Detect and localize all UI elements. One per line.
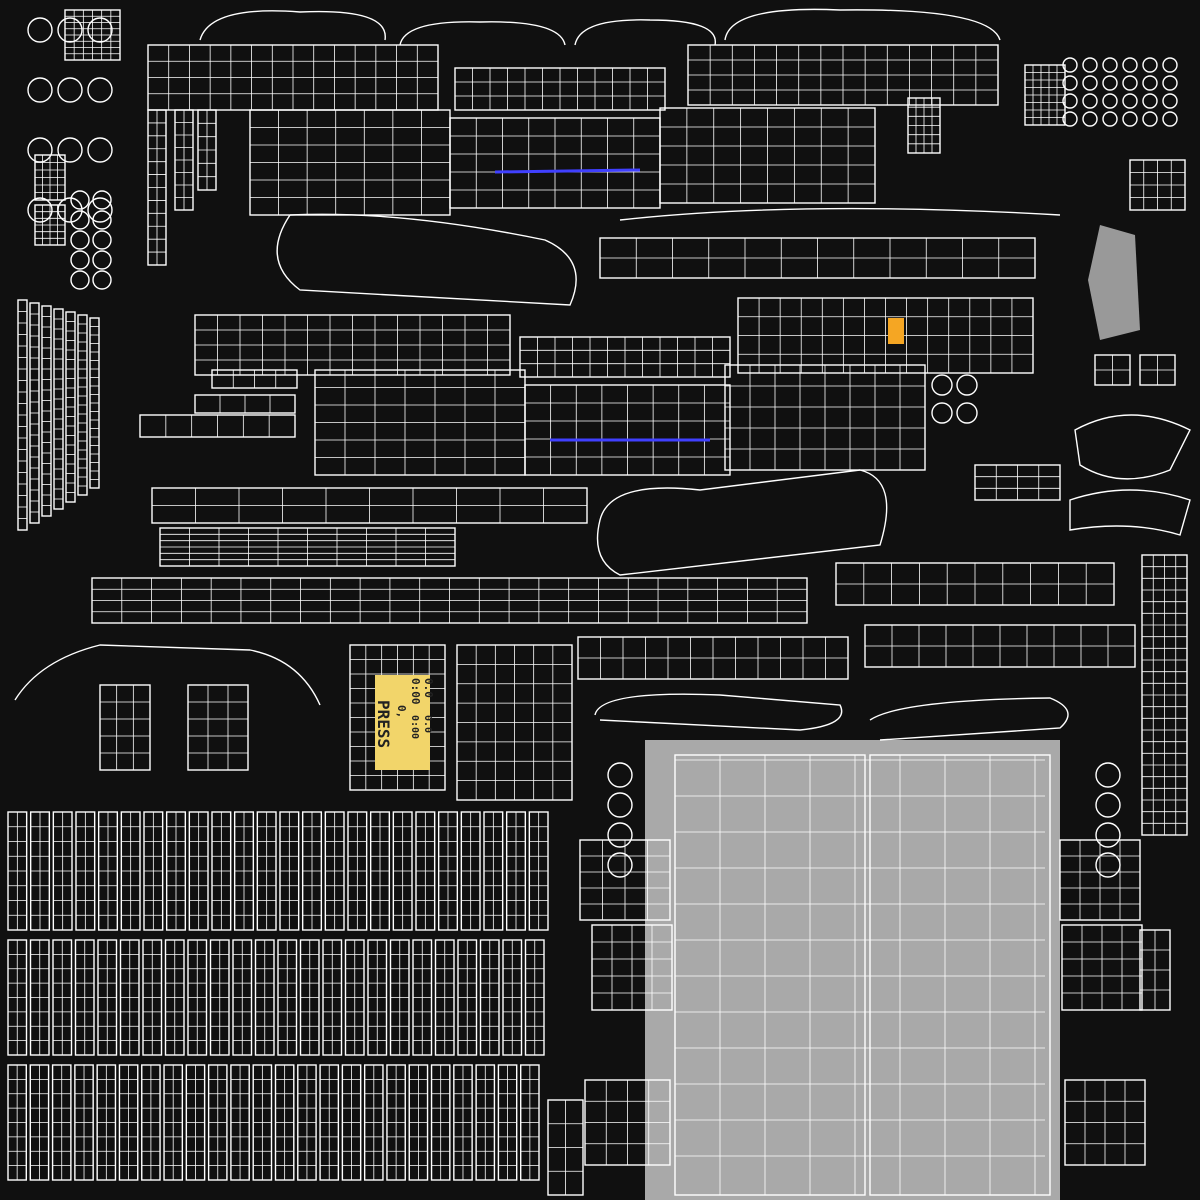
side-part — [99, 684, 151, 771]
top-trim-curve — [399, 21, 566, 46]
bolt-part — [70, 230, 90, 250]
wheel-part — [57, 197, 83, 223]
bolt-part — [92, 270, 112, 290]
bolt-part — [1162, 57, 1178, 73]
bolt-part — [1162, 75, 1178, 91]
bolt-part — [92, 250, 112, 270]
long-curve — [619, 207, 1061, 221]
wheel-part — [27, 77, 53, 103]
loop-island — [276, 213, 577, 306]
top-trim-curve — [724, 8, 1001, 41]
seat-part — [1074, 414, 1191, 480]
speaker-part — [1095, 762, 1121, 788]
wheel-part — [27, 17, 53, 43]
speaker-part — [607, 822, 633, 848]
bolt-part — [1122, 93, 1138, 109]
bolt-part — [1142, 93, 1158, 109]
bolt-part — [1082, 57, 1098, 73]
bolt-part — [1102, 93, 1118, 109]
wheel-part — [87, 17, 113, 43]
top-trim-curve — [199, 10, 386, 41]
bolt-part — [70, 270, 90, 290]
wheel-part — [956, 374, 978, 396]
bolt-part — [1122, 111, 1138, 127]
wheel-part — [87, 137, 113, 163]
bolt-part — [1102, 75, 1118, 91]
speaker-part — [607, 762, 633, 788]
lcd-readout-1: 0:00 — [409, 678, 422, 705]
wheel-part — [956, 402, 978, 424]
speaker-part — [607, 792, 633, 818]
wheel-part — [931, 374, 953, 396]
bolt-part — [1062, 93, 1078, 109]
bolt-part — [92, 210, 112, 230]
wheel-part — [931, 402, 953, 424]
bolt-part — [70, 250, 90, 270]
bolt-part — [1142, 75, 1158, 91]
bolt-part — [1142, 111, 1158, 127]
bolt-part — [1102, 111, 1118, 127]
bolt-part — [1062, 75, 1078, 91]
grey-part-top-right — [1088, 225, 1140, 340]
lcd-press-label: PRESS — [374, 700, 393, 748]
bolt-part — [1082, 75, 1098, 91]
bolt-part — [70, 190, 90, 210]
lcd-readout-2: 0.0 — [422, 678, 435, 698]
top-trim-curve — [574, 19, 716, 46]
wheel-part — [57, 137, 83, 163]
speaker-part — [607, 852, 633, 878]
wheel-part — [57, 77, 83, 103]
bolt-part — [1162, 93, 1178, 109]
wheel-part — [57, 17, 83, 43]
door-panel — [674, 754, 866, 1196]
speaker-part — [1095, 852, 1121, 878]
arch-curve — [14, 644, 321, 706]
wheel-part — [87, 197, 113, 223]
gauge-lcd: PRESS 0:00 0.0 0, 0:00 0.0 — [374, 675, 435, 770]
spoiler-island — [869, 697, 1069, 741]
side-part — [187, 684, 249, 771]
door-panel — [869, 754, 1051, 1196]
bolt-part — [70, 210, 90, 230]
lcd-readout-5: 0.0 — [422, 715, 433, 733]
bolt-part — [92, 190, 112, 210]
lcd-readout-3: 0, — [395, 705, 408, 718]
bolt-part — [1082, 93, 1098, 109]
bolt-part — [1142, 57, 1158, 73]
wireframe-islands — [7, 8, 1191, 1196]
bolt-part — [1062, 111, 1078, 127]
wheel-part — [27, 137, 53, 163]
orange-label — [888, 318, 904, 344]
speaker-part — [1095, 822, 1121, 848]
spoiler-island — [594, 693, 843, 731]
loop-island — [596, 469, 888, 576]
bolt-part — [92, 230, 112, 250]
bolt-part — [1162, 111, 1178, 127]
wheel-part — [27, 197, 53, 223]
bolt-part — [1082, 111, 1098, 127]
accent-line — [494, 168, 641, 174]
bolt-part — [1122, 57, 1138, 73]
wheel-part — [87, 77, 113, 103]
grey-panel-right — [860, 740, 1060, 1200]
grey-panel-left — [645, 740, 860, 1200]
lcd-readout-4: 0:00 — [409, 715, 420, 739]
bolt-part — [1122, 75, 1138, 91]
speaker-part — [1095, 792, 1121, 818]
bolt-part — [1102, 57, 1118, 73]
seat-part — [1069, 489, 1191, 536]
